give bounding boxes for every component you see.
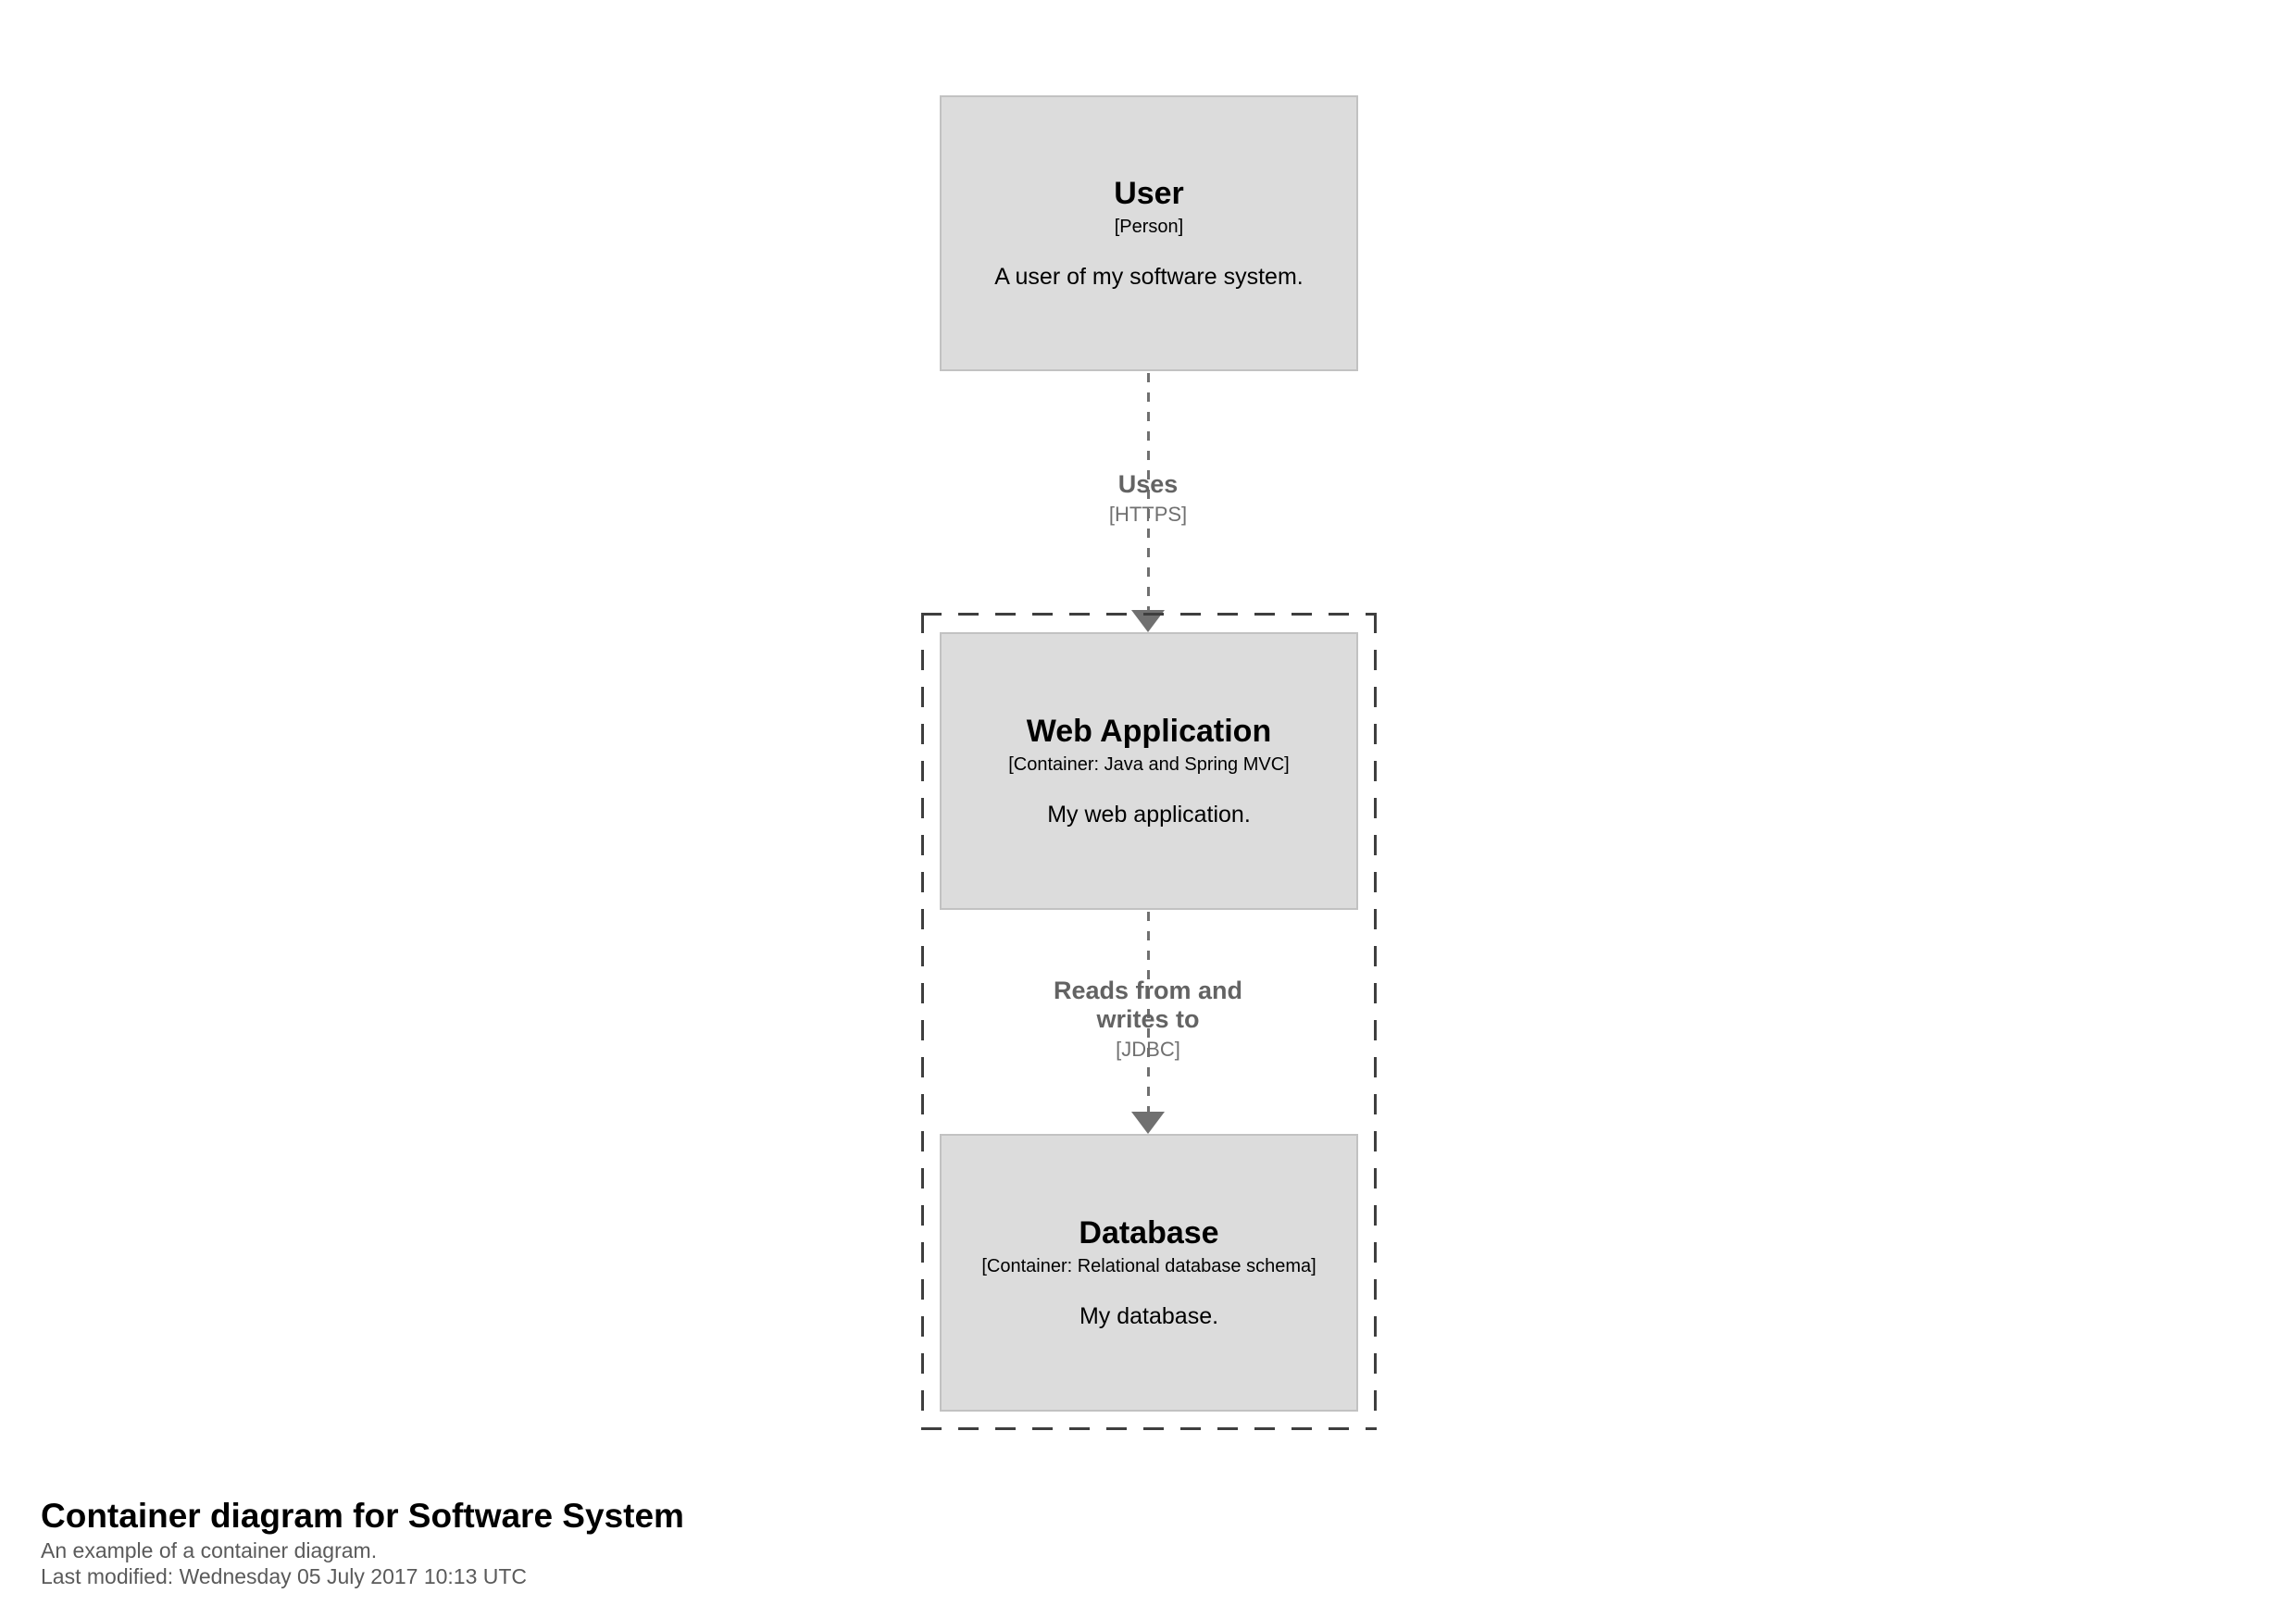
relationship-user-webapp-technology: [HTTPS] bbox=[1108, 503, 1188, 526]
relationship-webapp-database-name: Reads from and writes to bbox=[1053, 977, 1243, 1033]
element-user-name: User bbox=[1114, 176, 1184, 211]
diagram-title: Container diagram for Software System bbox=[41, 1497, 684, 1535]
element-database-description: My database. bbox=[1079, 1303, 1219, 1329]
element-web-application-description: My web application. bbox=[1047, 802, 1251, 828]
relationship-user-webapp-label: Uses [HTTPS] bbox=[1009, 470, 1287, 528]
relationship-webapp-database-line bbox=[1147, 912, 1150, 1112]
element-database[interactable]: Database [Container: Relational database… bbox=[940, 1134, 1358, 1412]
diagram-description: An example of a container diagram. bbox=[41, 1538, 378, 1562]
relationship-webapp-database-label: Reads from and writes to [JDBC] bbox=[1009, 977, 1287, 1063]
element-user-meta: [Person] bbox=[1114, 217, 1184, 237]
element-web-application[interactable]: Web Application [Container: Java and Spr… bbox=[940, 632, 1358, 910]
element-database-meta: [Container: Relational database schema] bbox=[981, 1256, 1316, 1276]
diagram-last-modified: Last modified: Wednesday 05 July 2017 10… bbox=[41, 1564, 528, 1588]
relationship-user-webapp-name: Uses bbox=[1117, 470, 1179, 498]
relationship-user-webapp-line bbox=[1147, 373, 1150, 610]
element-database-name: Database bbox=[1079, 1215, 1219, 1251]
element-user-description: A user of my software system. bbox=[994, 264, 1304, 290]
element-web-application-name: Web Application bbox=[1026, 714, 1272, 749]
diagram-footer: Container diagram for Software System An… bbox=[41, 1495, 684, 1589]
relationship-webapp-database-technology: [JDBC] bbox=[1116, 1038, 1180, 1061]
element-web-application-meta: [Container: Java and Spring MVC] bbox=[1008, 754, 1290, 775]
element-user[interactable]: User [Person] A user of my software syst… bbox=[940, 95, 1358, 371]
arrowhead-down-icon bbox=[1131, 1112, 1165, 1134]
